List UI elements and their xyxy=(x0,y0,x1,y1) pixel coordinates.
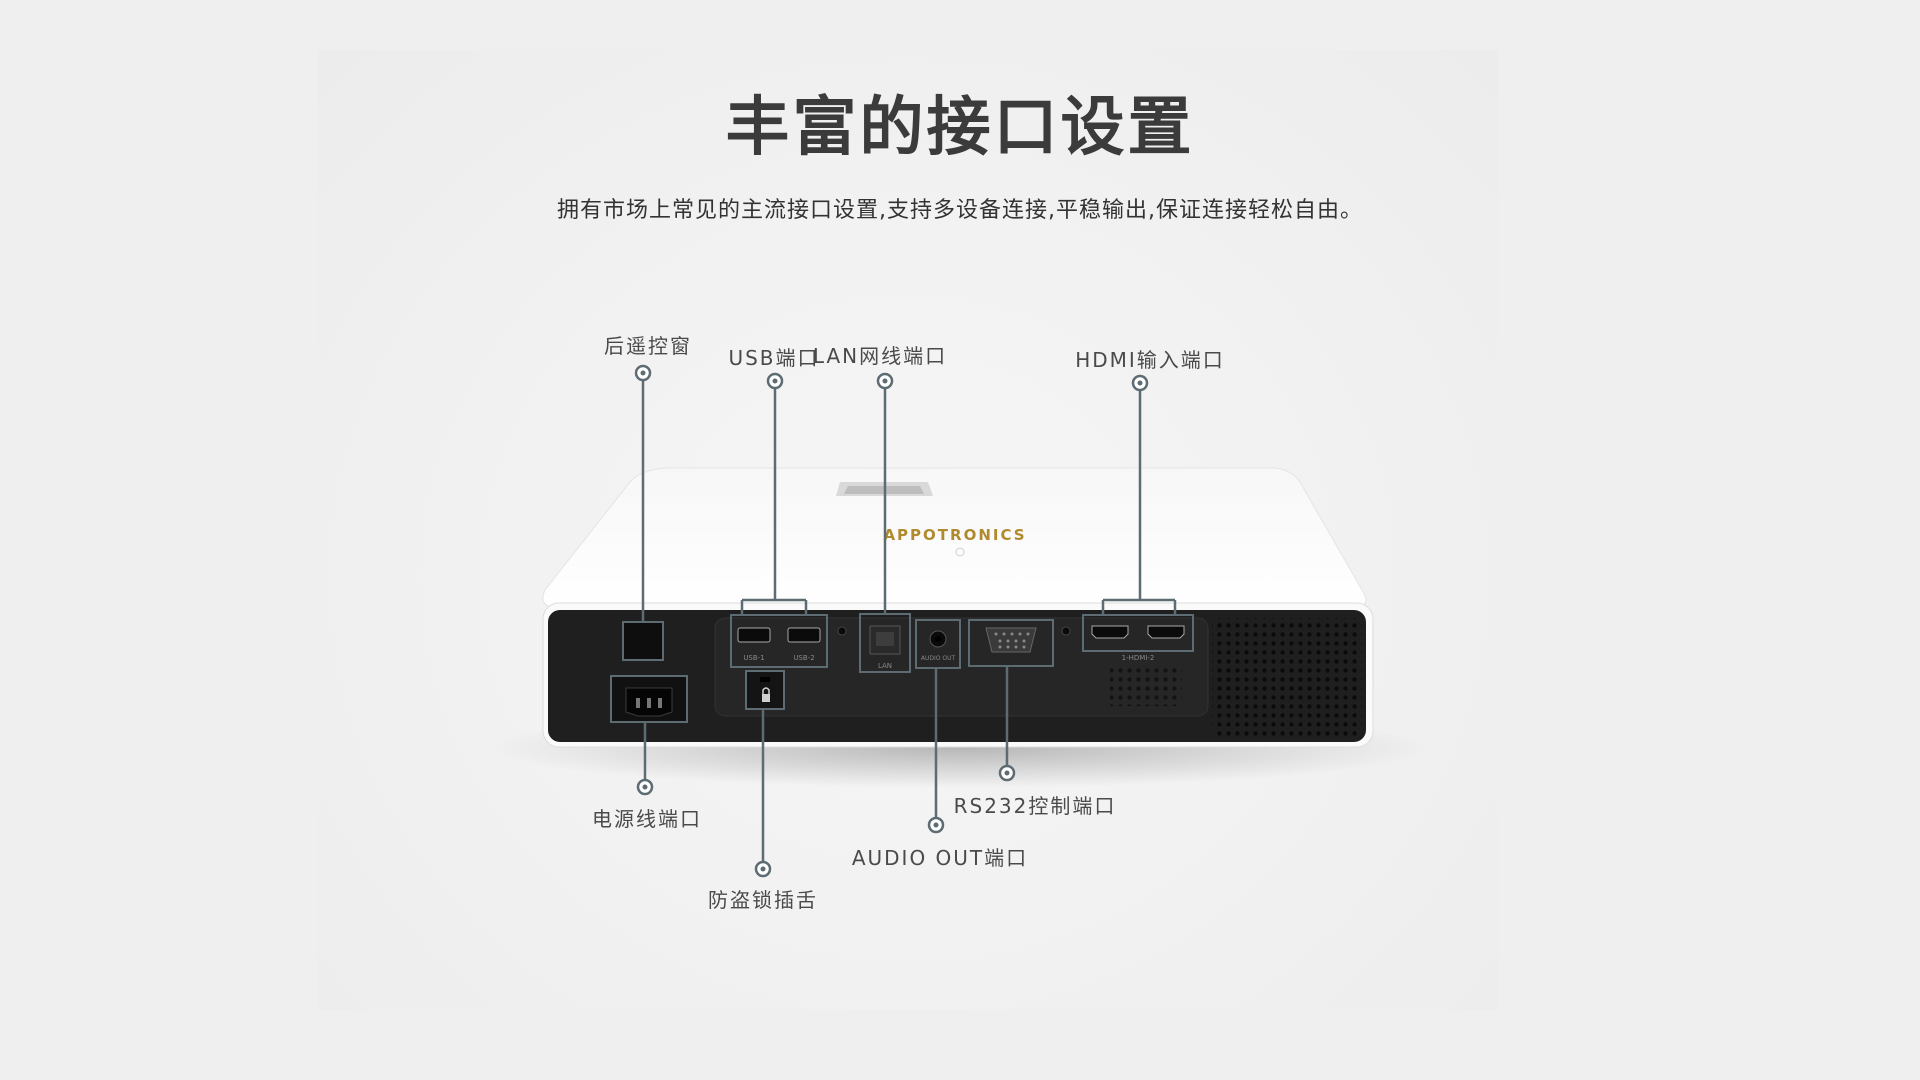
power-button-icon xyxy=(955,547,965,557)
usb1-port-text: USB-1 xyxy=(743,654,764,662)
power-socket xyxy=(610,675,688,723)
label-usb-port: USB端口 xyxy=(728,346,820,370)
label-lan-port: LAN网线端口 xyxy=(812,344,948,368)
label-remote-window: 后遥控窗 xyxy=(604,334,692,358)
speaker-grille-small xyxy=(1110,666,1182,706)
audio-port-text: AUDIO OUT xyxy=(921,655,956,662)
remote-window xyxy=(622,621,664,661)
rs232-port xyxy=(968,619,1054,667)
callout-markers xyxy=(634,364,1149,878)
label-rs232: RS232控制端口 xyxy=(953,794,1117,818)
anti-theft-slot xyxy=(745,670,785,710)
page-subtitle: 拥有市场上常见的主流接口设置,支持多设备连接,平稳输出,保证连接轻松自由。 xyxy=(557,198,1363,223)
screw-icon xyxy=(1061,626,1071,636)
label-hdmi-port: HDMI输入端口 xyxy=(1075,348,1225,372)
audio-out-port: AUDIO OUT xyxy=(915,619,961,669)
hdmi-ports: 1-HDMI-2 xyxy=(1082,614,1194,662)
screw-icon xyxy=(837,626,847,636)
page-title: 丰富的接口设置 xyxy=(725,91,1195,165)
label-audio-out: AUDIO OUT端口 xyxy=(851,846,1029,870)
io-bay xyxy=(714,617,1209,717)
hdmi-port-text: 1-HDMI-2 xyxy=(1122,654,1155,662)
speaker-grille-right xyxy=(1212,618,1362,736)
label-power-port: 电源线端口 xyxy=(592,807,702,831)
brand-logo: APPOTRONICS xyxy=(883,526,1026,544)
usb2-port-text: USB-2 xyxy=(793,654,814,662)
callout-marker-dots xyxy=(640,370,1143,872)
lan-port-text: LAN xyxy=(878,662,892,670)
callout-lines xyxy=(641,380,1177,862)
usb-ports: USB-1 USB-2 xyxy=(730,614,828,668)
label-anti-theft: 防盗锁插舌 xyxy=(708,888,818,912)
